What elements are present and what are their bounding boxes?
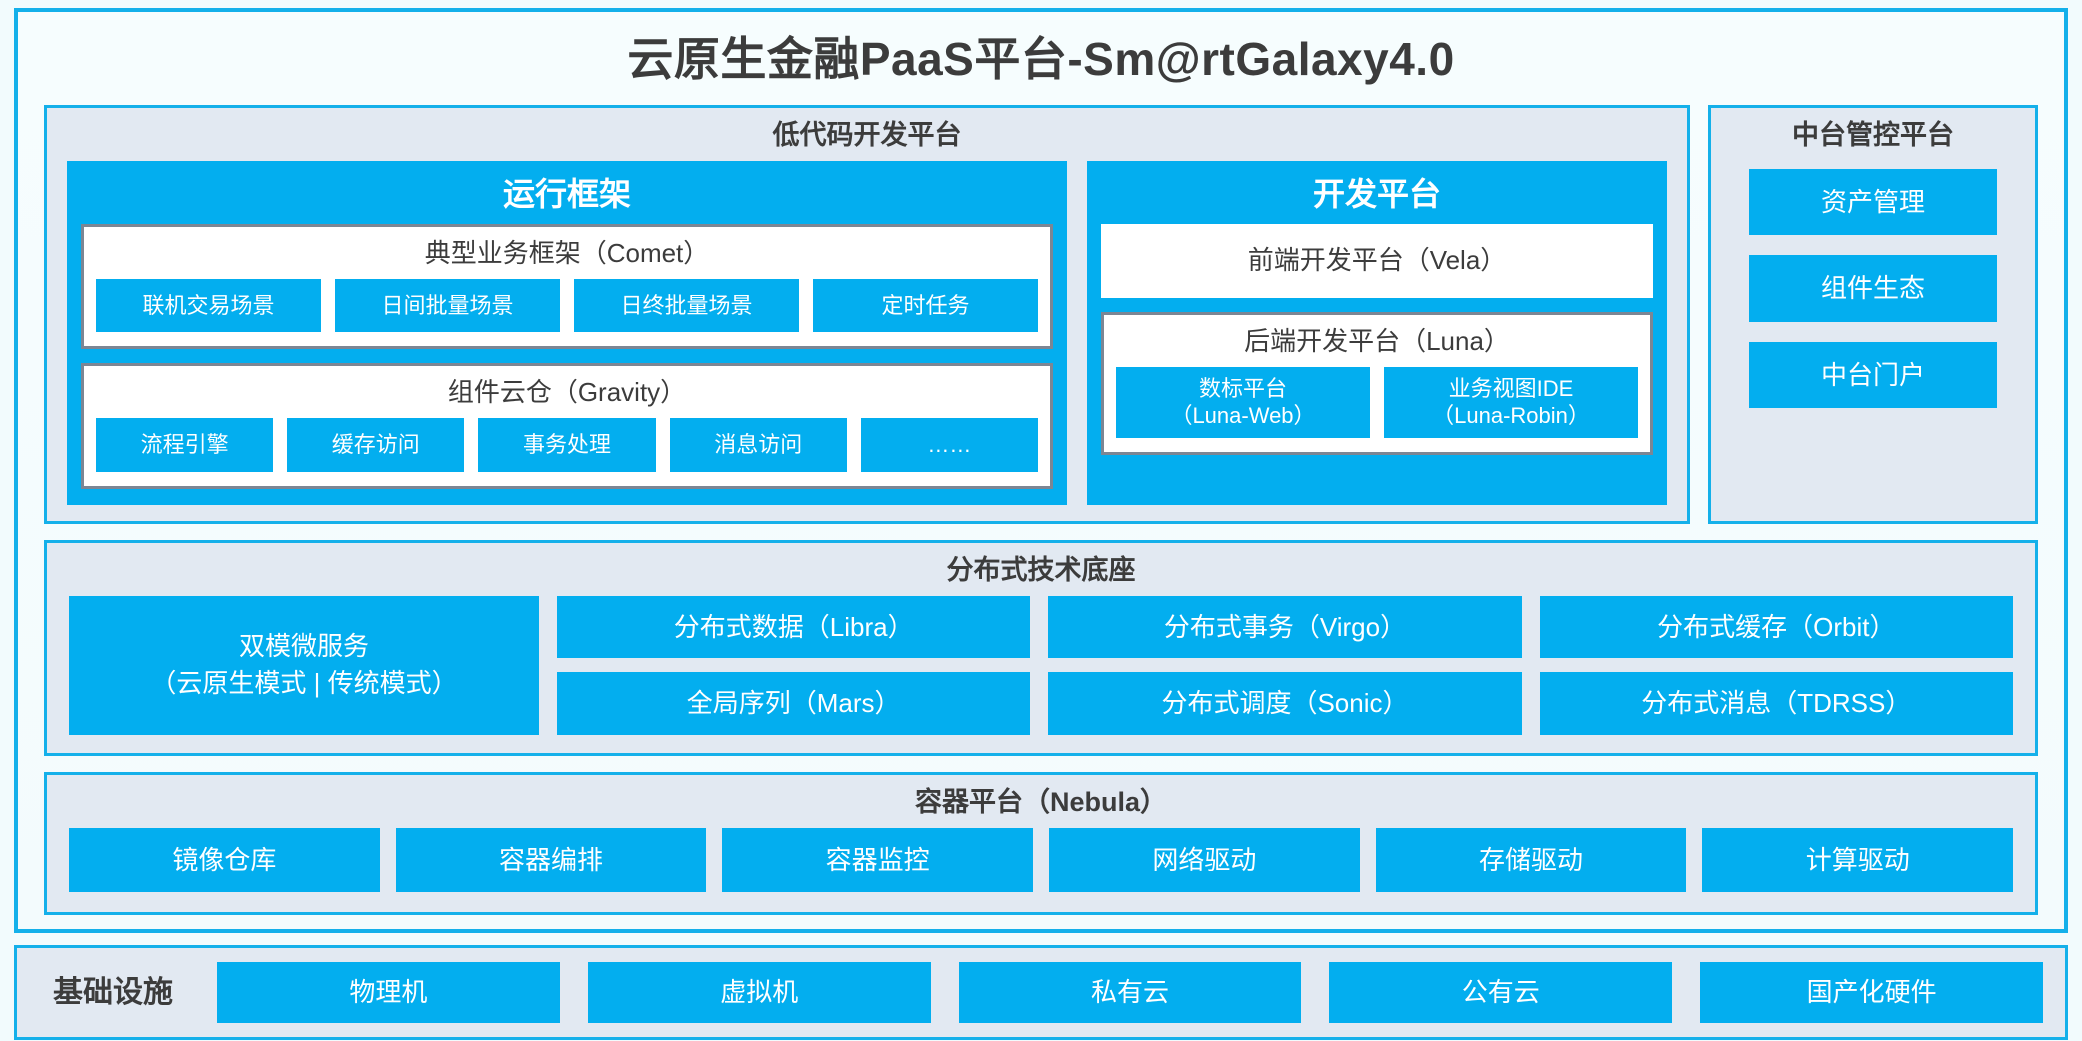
lowcode-platform-panel: 低代码开发平台 运行框架 典型业务框架（Comet） 联机交易场景 日间批量场景… [44, 104, 1690, 524]
gravity-item[interactable]: 事务处理 [478, 418, 656, 472]
lowcode-platform-body: 运行框架 典型业务框架（Comet） 联机交易场景 日间批量场景 日终批量场景 … [47, 160, 1687, 505]
control-platform-list: 资产管理 组件生态 中台门户 [1711, 161, 2035, 505]
control-item-asset-management[interactable]: 资产管理 [1749, 168, 1997, 236]
page-title: 云原生金融PaaS平台-Sm@rtGalaxy4.0 [627, 33, 1455, 85]
comet-item[interactable]: 日间批量场景 [335, 278, 560, 333]
gravity-item[interactable]: 消息访问 [669, 418, 847, 472]
development-platform-title: 开发平台 [1312, 175, 1441, 212]
platform-main-frame: 云原生金融PaaS平台-Sm@rtGalaxy4.0 低代码开发平台 运行框架 … [14, 8, 2068, 934]
infrastructure-item-domestic-hardware[interactable]: 国产化硬件 [1700, 962, 2043, 1024]
gravity-item[interactable]: 缓存访问 [287, 418, 465, 472]
gravity-item[interactable]: 流程引擎 [96, 418, 274, 472]
tech-column-2: 分布式事务（Virgo） 分布式调度（Sonic） [1048, 595, 1522, 735]
infrastructure-panel: 基础设施 物理机 虚拟机 私有云 公有云 国产化硬件 [14, 945, 2068, 1041]
container-item-image-registry[interactable]: 镜像仓库 [69, 827, 380, 893]
infrastructure-item-public-cloud[interactable]: 公有云 [1329, 962, 1673, 1024]
runtime-framework-title: 运行框架 [502, 175, 631, 212]
backend-item-luna-web[interactable]: 数标平台（Luna-Web） [1116, 366, 1370, 438]
tech-item-libra[interactable]: 分布式数据（Libra） [557, 595, 1031, 659]
infrastructure-item-virtual-machine[interactable]: 虚拟机 [587, 962, 931, 1024]
tech-item-sonic[interactable]: 分布式调度（Sonic） [1048, 672, 1522, 735]
tech-item-virgo[interactable]: 分布式事务（Virgo） [1048, 595, 1522, 659]
gravity-box: 组件云仓（Gravity） 流程引擎 缓存访问 事务处理 消息访问 …… [81, 363, 1053, 489]
gravity-title: 组件云仓（Gravity） [447, 377, 687, 408]
gravity-item-more[interactable]: …… [860, 418, 1039, 472]
comet-item[interactable]: 定时任务 [813, 278, 1038, 333]
lowcode-platform-title: 低代码开发平台 [772, 119, 962, 150]
control-platform-panel: 中台管控平台 资产管理 组件生态 中台门户 [1708, 104, 2038, 524]
development-platform-panel: 开发平台 前端开发平台（Vela） 后端开发平台（Luna） 数标平台（Luna… [1087, 160, 1667, 505]
tech-item-dual-mode-microservice[interactable]: 双模微服务（云原生模式 | 传统模式） [69, 595, 539, 735]
container-platform-panel: 容器平台（Nebula） 镜像仓库 容器编排 容器监控 网络驱动 存储驱动 计算… [44, 771, 2038, 916]
backend-platform-box: 后端开发平台（Luna） 数标平台（Luna-Web） 业务视图IDE（Luna… [1101, 311, 1653, 455]
tech-base-title: 分布式技术底座 [946, 554, 1136, 585]
tech-item-mars[interactable]: 全局序列（Mars） [557, 672, 1031, 735]
tech-base-panel: 分布式技术底座 双模微服务（云原生模式 | 传统模式） 分布式数据（Libra）… [44, 539, 2038, 756]
container-platform-title: 容器平台（Nebula） [914, 786, 1168, 817]
comet-box: 典型业务框架（Comet） 联机交易场景 日间批量场景 日终批量场景 定时任务 [81, 223, 1053, 350]
backend-item-luna-robin[interactable]: 业务视图IDE（Luna-Robin） [1384, 366, 1638, 438]
infrastructure-item-physical-machine[interactable]: 物理机 [217, 962, 560, 1024]
backend-platform-title: 后端开发平台（Luna） [1244, 325, 1510, 356]
comet-item[interactable]: 日终批量场景 [574, 278, 799, 333]
top-region: 低代码开发平台 运行框架 典型业务框架（Comet） 联机交易场景 日间批量场景… [44, 104, 2038, 524]
container-item-monitoring[interactable]: 容器监控 [722, 827, 1034, 893]
gravity-chip-row: 流程引擎 缓存访问 事务处理 消息访问 …… [96, 418, 1039, 472]
runtime-framework-panel: 运行框架 典型业务框架（Comet） 联机交易场景 日间批量场景 日终批量场景 … [67, 160, 1067, 505]
infrastructure-item-private-cloud[interactable]: 私有云 [958, 962, 1302, 1024]
frontend-platform-box[interactable]: 前端开发平台（Vela） [1101, 223, 1653, 298]
tech-item-orbit[interactable]: 分布式缓存（Orbit） [1539, 595, 2013, 659]
tech-item-tdrss[interactable]: 分布式消息（TDRSS） [1539, 672, 2013, 735]
comet-title: 典型业务框架（Comet） [424, 237, 710, 268]
tech-base-body: 双模微服务（云原生模式 | 传统模式） 分布式数据（Libra） 全局序列（Ma… [47, 595, 2035, 735]
infrastructure-label: 基础设施 [53, 976, 173, 1010]
tech-column-3: 分布式缓存（Orbit） 分布式消息（TDRSS） [1539, 595, 2013, 735]
infrastructure-items: 物理机 虚拟机 私有云 公有云 国产化硬件 [217, 962, 2043, 1024]
tech-column-1: 分布式数据（Libra） 全局序列（Mars） [557, 595, 1031, 735]
control-item-component-ecosystem[interactable]: 组件生态 [1749, 255, 1997, 322]
comet-item[interactable]: 联机交易场景 [96, 278, 321, 333]
comet-chip-row: 联机交易场景 日间批量场景 日终批量场景 定时任务 [96, 278, 1038, 333]
control-platform-title: 中台管控平台 [1792, 119, 1954, 150]
container-item-network-driver[interactable]: 网络驱动 [1049, 827, 1360, 893]
control-item-portal[interactable]: 中台门户 [1749, 341, 1997, 409]
backend-chip-row: 数标平台（Luna-Web） 业务视图IDE（Luna-Robin） [1116, 366, 1638, 438]
container-platform-body: 镜像仓库 容器编排 容器监控 网络驱动 存储驱动 计算驱动 [47, 827, 2035, 893]
container-item-orchestration[interactable]: 容器编排 [395, 827, 707, 893]
container-item-storage-driver[interactable]: 存储驱动 [1375, 827, 1687, 893]
container-item-compute-driver[interactable]: 计算驱动 [1702, 827, 2014, 893]
